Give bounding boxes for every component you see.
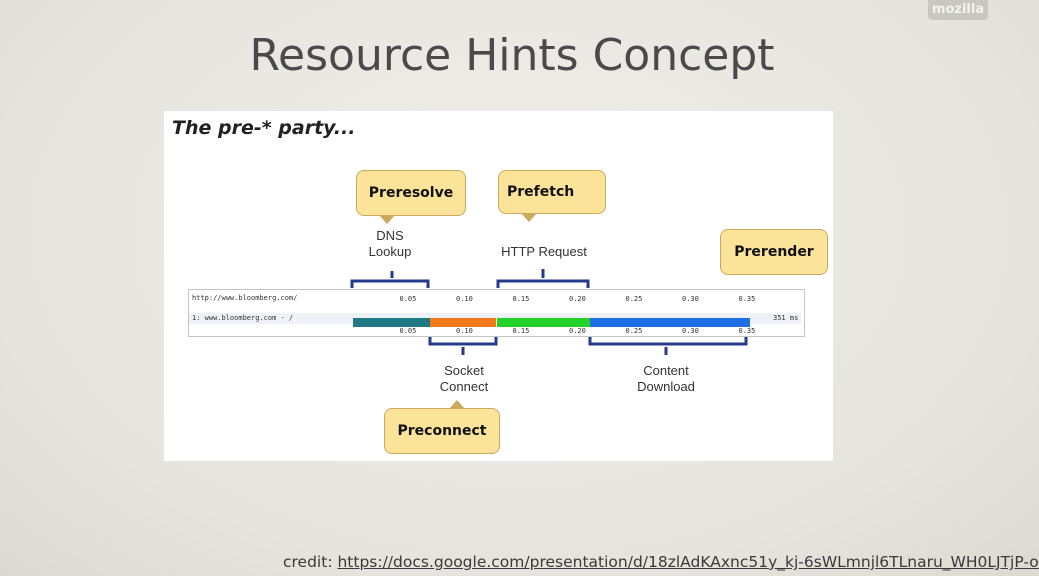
download-bracket [588, 337, 748, 346]
content-download-label: Content Download [629, 363, 703, 395]
diagram-panel: The pre-* party... Preresolve Prefetch P… [164, 111, 833, 461]
waterfall-total: 351 ms [773, 314, 799, 322]
waterfall-top-tick: 0.05 [399, 295, 417, 303]
callout-prerender-label: Prerender [734, 244, 814, 260]
callout-prerender: Prerender [720, 229, 828, 275]
socket-bracket [428, 337, 498, 346]
waterfall-chart: http://www.bloomberg.com/ 1: www.bloombe… [188, 289, 805, 337]
waterfall-url-row: http://www.bloomberg.com/ [192, 294, 298, 302]
waterfall-bottom-tick: 0.10 [456, 327, 473, 335]
waterfall-top-tick: 0.35 [738, 295, 756, 303]
waterfall-bottom-tick: 0.25 [625, 327, 643, 335]
waterfall-bottom-tick: 0.15 [512, 327, 530, 335]
content-label-line1: Content [643, 363, 689, 378]
waterfall-top-tick: 0.20 [569, 295, 586, 303]
credit-prefix: credit: [283, 553, 338, 571]
callout-preresolve-label: Preresolve [368, 185, 454, 201]
callout-prefetch: Prefetch [498, 170, 606, 222]
callout-preresolve: Preresolve [356, 170, 466, 224]
http-bracket [496, 279, 590, 288]
dns-bracket [350, 279, 430, 288]
socket-connect-label: Socket Connect [434, 363, 494, 395]
credit-line: credit: https://docs.google.com/presenta… [283, 553, 1039, 571]
brackets-overlay [350, 269, 748, 355]
mozilla-logo: mozilla [928, 0, 988, 20]
waterfall-top-tick: 0.15 [512, 295, 530, 303]
slide-title: Resource Hints Concept [249, 30, 775, 81]
waterfall-segment-connect [429, 318, 497, 327]
content-label-line2: Download [637, 379, 695, 394]
waterfall-top-tick: 0.30 [682, 295, 699, 303]
waterfall-bottom-tick: 0.30 [682, 327, 699, 335]
waterfall-segment-dns [353, 318, 430, 327]
waterfall-segment-request [496, 318, 591, 327]
callout-preconnect-label: Preconnect [397, 423, 487, 439]
waterfall-top-tick: 0.10 [456, 295, 473, 303]
diagram-subtitle: The pre-* party... [172, 117, 356, 139]
socket-label-line1: Socket [444, 363, 484, 378]
waterfall-top-tick: 0.25 [625, 295, 643, 303]
waterfall-bottom-tick: 0.20 [569, 327, 586, 335]
callout-preconnect: Preconnect [384, 400, 500, 454]
callout-prefetch-label: Prefetch [507, 184, 575, 200]
credit-link[interactable]: https://docs.google.com/presentation/d/1… [337, 553, 1039, 571]
socket-label-line2: Connect [439, 379, 489, 394]
waterfall-segment-download [590, 318, 750, 327]
dns-label-line1: DNS [376, 228, 404, 243]
http-request-label: HTTP Request [501, 244, 587, 259]
waterfall-bottom-tick: 0.35 [738, 327, 756, 335]
waterfall-bottom-tick: 0.05 [399, 327, 417, 335]
dns-label-line2: Lookup [368, 244, 412, 259]
dns-lookup-label: DNS Lookup [360, 228, 420, 260]
